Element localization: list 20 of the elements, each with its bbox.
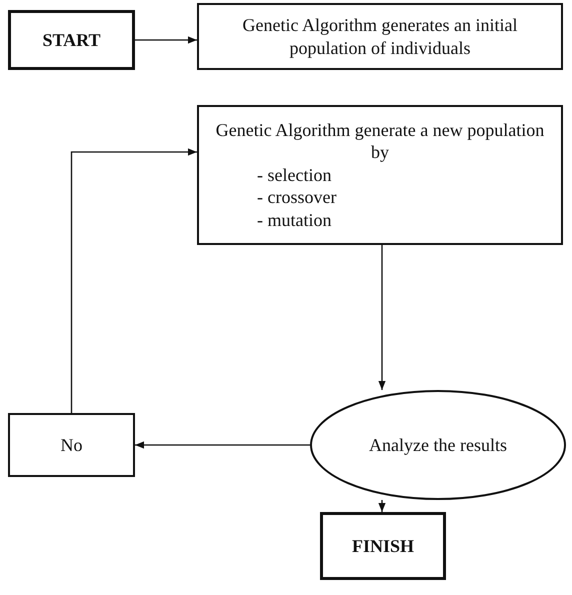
node-text: No	[60, 434, 82, 456]
process-box	[197, 105, 563, 245]
arrow	[135, 441, 310, 449]
node-text: FINISH	[352, 534, 414, 558]
start-box	[8, 10, 135, 70]
list-item: - mutation	[257, 208, 332, 232]
node-text: START	[42, 28, 101, 52]
arrow	[70, 148, 197, 413]
node-text: Genetic Algorithm generate a new population by	[214, 118, 546, 164]
decision-ellipse	[310, 390, 566, 500]
arrow	[378, 500, 386, 512]
list-item: - selection	[257, 164, 332, 186]
arrow	[135, 36, 197, 44]
arrow	[378, 245, 386, 390]
node-text: Analyze the results	[369, 434, 507, 456]
finish-box	[320, 512, 446, 580]
outcome-box	[8, 413, 135, 477]
list-item: - crossover	[257, 186, 336, 209]
node-text: Genetic Algorithm generates an initial population of individuals	[242, 14, 518, 59]
process-box	[197, 3, 563, 70]
